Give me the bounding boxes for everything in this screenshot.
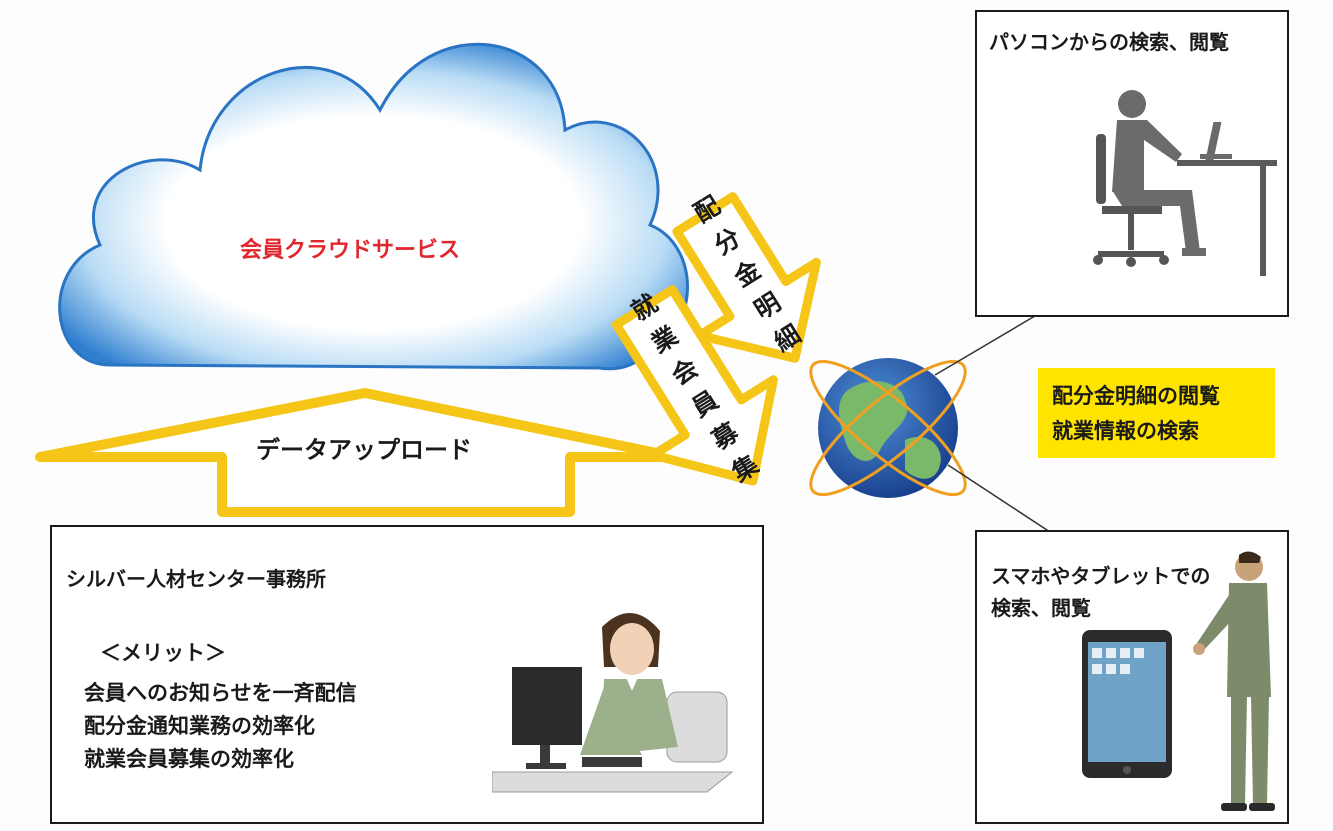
- merit-item: 配分金通知業務の効率化: [84, 714, 315, 738]
- pc-panel-title: パソコンからの検索、閲覧: [989, 30, 1229, 54]
- shugyo-arrow-shape: [611, 285, 778, 486]
- globe-shape: [809, 358, 967, 498]
- merit-heading: ＜メリット＞: [100, 641, 226, 665]
- callout-line-1: 配分金明細の閲覧: [1052, 384, 1220, 408]
- mobile-access-panel: スマホやタブレットでの 検索、閲覧: [975, 530, 1289, 824]
- tablet-illustration: [1082, 630, 1172, 778]
- connector-mobile: [947, 464, 1051, 533]
- standing-person-illustration: [1193, 551, 1275, 811]
- upload-arrow-label: データアップロード: [256, 436, 472, 464]
- office-panel: シルバー人材センター事務所 ＜メリット＞ 会員へのお知らせを一斉配信 配分金通知…: [50, 525, 764, 824]
- feature-callout: 配分金明細の閲覧 就業情報の検索: [1038, 368, 1275, 458]
- mobile-panel-title-line-1: スマホやタブレットでの: [991, 564, 1211, 588]
- connector-pc: [934, 312, 1041, 376]
- mobile-panel-title-line-2: 検索、閲覧: [991, 596, 1091, 620]
- upload-arrow-shape: [35, 388, 681, 517]
- person-at-pc-illustration: [1093, 90, 1277, 276]
- merit-item: 就業会員募集の効率化: [84, 747, 294, 771]
- callout-line-2: 就業情報の検索: [1052, 419, 1199, 443]
- cloud-shape: [58, 42, 689, 371]
- cloud-label: 会員クラウドサービス: [240, 238, 461, 263]
- office-worker-illustration: [492, 612, 734, 793]
- pc-access-panel: パソコンからの検索、閲覧: [975, 10, 1289, 317]
- merit-item: 会員へのお知らせを一斉配信: [84, 681, 357, 705]
- office-panel-title: シルバー人材センター事務所: [66, 567, 326, 591]
- haibunkin-arrow-shape: [672, 192, 821, 363]
